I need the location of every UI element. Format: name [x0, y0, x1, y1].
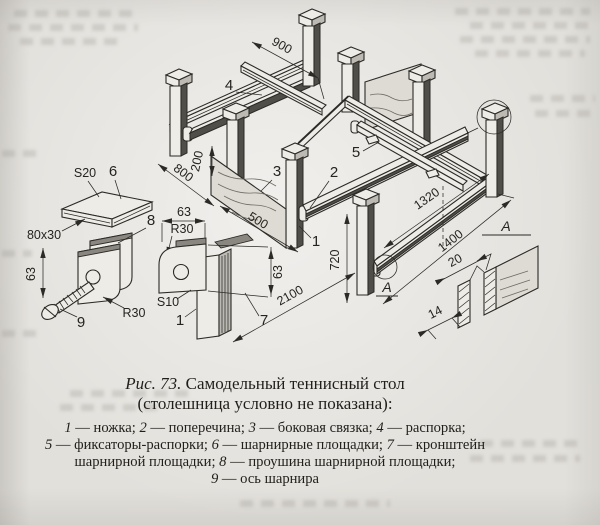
svg-text:63: 63: [177, 205, 191, 219]
dim-2100: 2100: [231, 270, 357, 345]
page-bleed-artifact: [14, 10, 134, 17]
page-bleed-artifact: [20, 38, 120, 45]
side-panel-front: [210, 154, 287, 250]
svg-text:4: 4: [225, 77, 233, 94]
dim-20: 20: [434, 251, 492, 286]
page-bleed-artifact: [2, 250, 32, 257]
svg-text:3: 3: [273, 163, 281, 180]
table-leg: [407, 64, 437, 147]
page-bleed-artifact: [2, 330, 38, 337]
figure-title: Самодельный теннисный стол: [185, 374, 405, 393]
part-label-2: 2: [309, 164, 338, 209]
dim-text-R30: R30: [171, 222, 194, 236]
page-bleed-artifact: [70, 390, 190, 397]
page-bleed-artifact: [2, 150, 36, 157]
leader-line: [448, 127, 479, 143]
svg-text:1: 1: [312, 233, 320, 250]
page-bleed-artifact: [240, 500, 390, 507]
dim-text-720: 720: [328, 250, 342, 271]
cross-rail: [298, 126, 469, 222]
svg-text:14: 14: [426, 303, 445, 322]
dim-text-S10: S10: [157, 295, 179, 309]
svg-text:A: A: [381, 279, 391, 295]
part-label-9: 9: [77, 314, 85, 331]
page-bleed-artifact: [455, 8, 590, 15]
dim-text-80x30: 80x30: [27, 228, 61, 242]
dim-text-2100: 2100: [275, 283, 306, 309]
dim-200: 200: [188, 146, 215, 176]
detail-circle: [476, 99, 512, 135]
hinge-pin-screw: [41, 281, 95, 320]
spar-bar: [240, 61, 327, 116]
part-label-6: 6: [109, 163, 117, 180]
table-leg: [480, 102, 510, 198]
fixator-bar: [350, 120, 468, 192]
dim-text-1400: 1400: [435, 227, 466, 255]
technical-drawing: 900 800 200 500 1320: [24, 8, 539, 345]
page-bleed-artifact: [60, 404, 160, 411]
part-label-3: 3: [260, 163, 281, 192]
dim-14: 14: [417, 303, 463, 340]
part-label-4: 4: [225, 77, 263, 96]
hinge-lug-detail: 63 8 9 R30: [24, 212, 155, 331]
figure-number: Рис. 73.: [125, 374, 182, 393]
part-label-8: 8: [147, 212, 155, 229]
svg-text:A: A: [500, 218, 510, 234]
caption-title: Рис. 73. Самодельный теннисный стол: [0, 373, 530, 394]
figure-legend: 1 — ножка; 2 — поперечина; 3 — боковая с…: [0, 420, 530, 488]
page-bleed-artifact: [480, 440, 580, 447]
dim-63-bracket-width: 63: [161, 205, 206, 242]
caption-subtitle: (столешница условно не показана):: [137, 394, 393, 413]
detail-marker-A: A: [482, 218, 531, 236]
legend-line: шарнирной площадки; 8 — проушина шарнирн…: [74, 454, 456, 470]
bracket-detail: 63 R30 63 S10 1: [157, 205, 285, 340]
table-leg: [351, 188, 381, 296]
dim-text-S20: S20: [74, 166, 96, 180]
legend-line: 1 — ножка; 2 — поперечина; 3 — боковая с…: [64, 420, 466, 436]
part-label-5: 5: [352, 141, 380, 161]
dim-720: 720: [328, 214, 350, 303]
dim-text-1320: 1320: [411, 185, 442, 212]
dim-1320: 1320: [382, 171, 491, 251]
dim-text-R30: R30: [123, 306, 146, 320]
svg-text:2: 2: [330, 164, 338, 181]
detail-marker-A: A: [376, 279, 398, 297]
part-label-7: 7: [260, 312, 268, 329]
svg-text:5: 5: [352, 144, 360, 161]
svg-text:20: 20: [446, 251, 465, 270]
dim-800: 800: [156, 161, 216, 209]
detail-circle: [372, 254, 398, 280]
hinge-plate-detail: S20 6 80x30: [27, 163, 154, 242]
page-bleed-artifact: [535, 110, 595, 117]
svg-text:63: 63: [271, 265, 285, 279]
dim-63-lug: 63: [24, 248, 46, 298]
dim-text-200: 200: [188, 149, 206, 172]
frame-rail-bottom: [370, 177, 491, 277]
legend-line: 9 — ось шарнира: [210, 471, 320, 487]
notch-detail: 20 14: [417, 245, 539, 340]
legend-line: 5 — фиксаторы-распорки; 6 — шарнирные пл…: [44, 437, 486, 453]
page-bleed-artifact: [460, 36, 590, 43]
page-bleed-artifact: [470, 22, 590, 29]
figure-caption: Рис. 73. Самодельный теннисный стол (сто…: [0, 373, 530, 488]
page-bleed-artifact: [475, 50, 585, 57]
part-label-1: 1: [298, 225, 320, 250]
part-label-1: 1: [176, 312, 184, 329]
svg-text:63: 63: [24, 267, 38, 281]
page-bleed-artifact: [530, 95, 595, 102]
dim-63-bracket-height: 63: [207, 244, 285, 298]
page-bleed-artifact: [8, 24, 138, 31]
page-bleed-artifact: [470, 455, 580, 462]
